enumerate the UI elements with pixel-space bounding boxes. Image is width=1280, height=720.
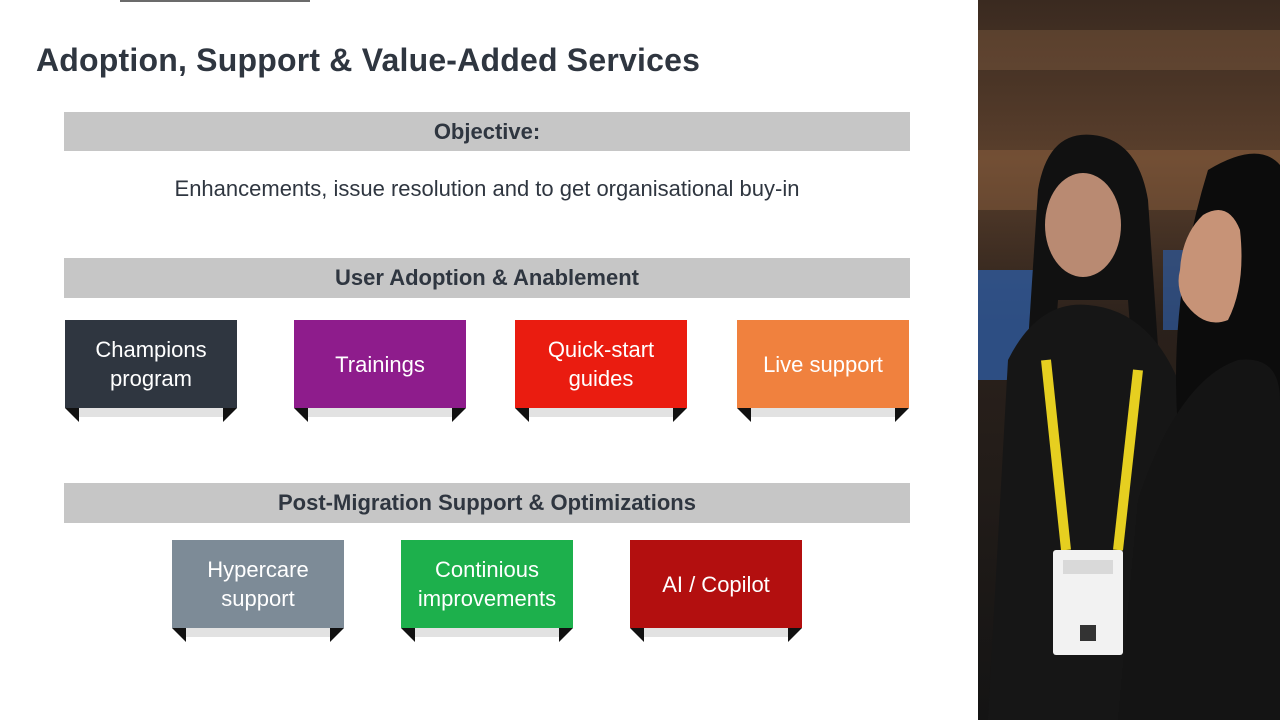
tile-live-support: Live support	[737, 320, 909, 422]
tile-label: Continious improvements	[401, 540, 573, 628]
conference-attendees-photo	[978, 0, 1280, 720]
tile-label: Quick-start guides	[515, 320, 687, 408]
tile-shelf	[401, 628, 573, 642]
top-divider	[120, 0, 310, 2]
page-title: Adoption, Support & Value-Added Services	[36, 42, 701, 78]
tile-shelf	[294, 408, 466, 422]
tile-label: AI / Copilot	[630, 540, 802, 628]
people-illustration	[988, 134, 1280, 720]
objective-heading-bar: Objective:	[64, 112, 910, 151]
tile-shelf	[737, 408, 909, 422]
tile-trainings: Trainings	[294, 320, 466, 422]
tile-label: Live support	[737, 320, 909, 408]
tile-quick-start-guides: Quick-start guides	[515, 320, 687, 422]
slide: Adoption, Support & Value-Added Services…	[36, 0, 910, 642]
tile-hypercare-support: Hypercare support	[172, 540, 344, 642]
adoption-heading: User Adoption & Anablement	[335, 265, 639, 290]
tile-champions-program: Champions program	[65, 320, 237, 422]
post-migration-heading-bar: Post-Migration Support & Optimizations	[64, 483, 910, 523]
tile-label: Hypercare support	[172, 540, 344, 628]
tile-label: Trainings	[294, 320, 466, 408]
tile-shelf	[65, 408, 237, 422]
objective-text: Enhancements, issue resolution and to ge…	[174, 176, 800, 201]
post-migration-heading: Post-Migration Support & Optimizations	[278, 490, 696, 515]
tile-label: Champions program	[65, 320, 237, 408]
tile-shelf	[630, 628, 802, 642]
tile-shelf	[172, 628, 344, 642]
tile-ai-copilot: AI / Copilot	[630, 540, 802, 642]
tile-shelf	[515, 408, 687, 422]
objective-heading: Objective:	[433, 118, 541, 144]
tile-continious-improvements: Continious improvements	[401, 540, 573, 642]
adoption-heading-bar: User Adoption & Anablement	[64, 258, 910, 298]
